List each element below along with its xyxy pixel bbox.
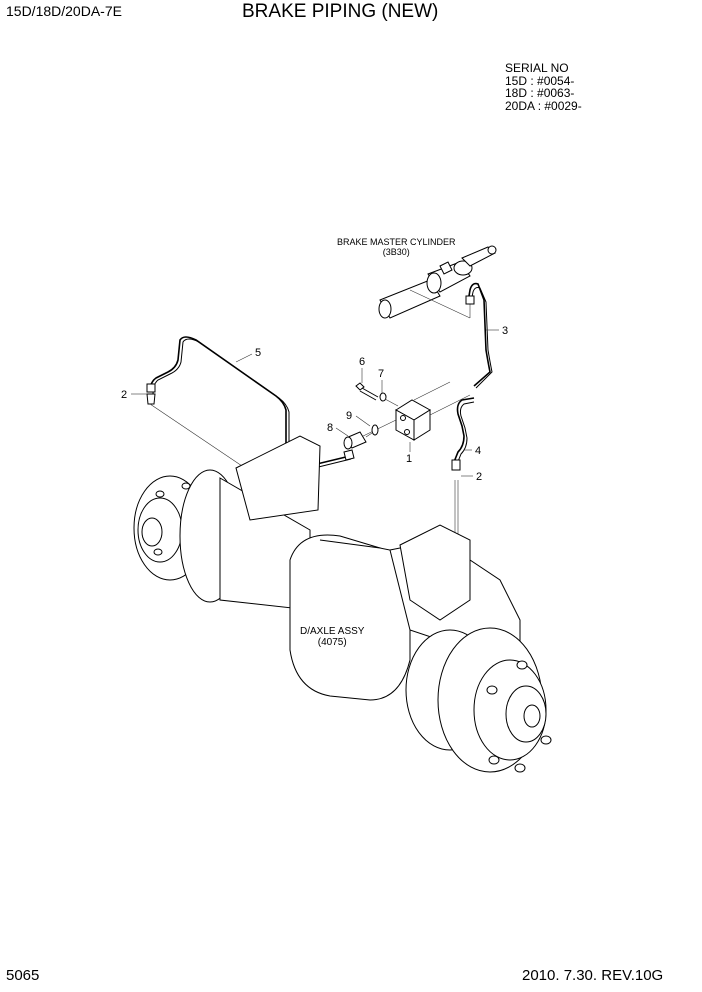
callout-7: 7 [378, 368, 384, 393]
callout-8: 8 [327, 422, 349, 437]
drive-axle-assembly [133, 435, 552, 773]
callout-2-right: 2 [461, 471, 482, 483]
callout-label-2-right: 2 [476, 471, 482, 483]
brake-switch-and-oring [343, 424, 379, 450]
brake-master-cylinder [378, 245, 497, 319]
date-revision: 2010. 7.30. REV.10G [522, 967, 664, 984]
serial-number-block: SERIAL NO 15D : #0054- 18D : #0063- 20DA… [505, 62, 582, 112]
callout-label-3: 3 [502, 325, 508, 337]
callout-label-1: 1 [406, 453, 412, 465]
callout-4: 4 [464, 445, 481, 457]
page-title: BRAKE PIPING (NEW) [242, 1, 439, 22]
callout-label-2-left: 2 [121, 389, 127, 401]
callout-6: 6 [359, 356, 365, 383]
callout-label-7: 7 [378, 368, 384, 380]
brake-pipe-3 [465, 282, 493, 389]
callout-label-4: 4 [475, 445, 481, 457]
serial-line-18d: 18D : #0063- [505, 86, 575, 100]
serial-line-15d: 15D : #0054- [505, 73, 575, 88]
page-number: 5065 [6, 967, 40, 984]
callout-label-6: 6 [359, 356, 365, 368]
master-cylinder-label: BRAKE MASTER CYLINDER (3B30) [337, 237, 456, 257]
callout-label-9: 9 [346, 410, 352, 422]
axle-name: D/AXLE ASSY [300, 626, 365, 637]
bolt-and-washer [355, 382, 399, 407]
callout-9: 9 [346, 410, 371, 427]
brake-pipe-4 [451, 397, 475, 471]
three-way-valve-block [354, 381, 471, 441]
axle-label: D/AXLE ASSY (4075) [300, 626, 364, 648]
callout-1: 1 [406, 442, 412, 465]
brake-pipe-5 [146, 336, 355, 474]
callout-label-5: 5 [255, 347, 261, 359]
callout-label-8: 8 [327, 422, 333, 434]
callout-3: 3 [486, 325, 508, 337]
serial-heading: SERIAL NO [505, 61, 569, 75]
axle-ref: (4075) [317, 637, 347, 648]
callout-2-left: 2 [121, 389, 147, 401]
serial-line-20da: 20DA : #0029- [505, 98, 582, 113]
model-code: 15D/18D/20DA-7E [6, 3, 122, 19]
master-cylinder-ref: (3B30) [382, 247, 410, 257]
master-cylinder-name: BRAKE MASTER CYLINDER [337, 237, 456, 247]
callout-5: 5 [235, 347, 261, 363]
leader-left-fitting [149, 403, 249, 471]
